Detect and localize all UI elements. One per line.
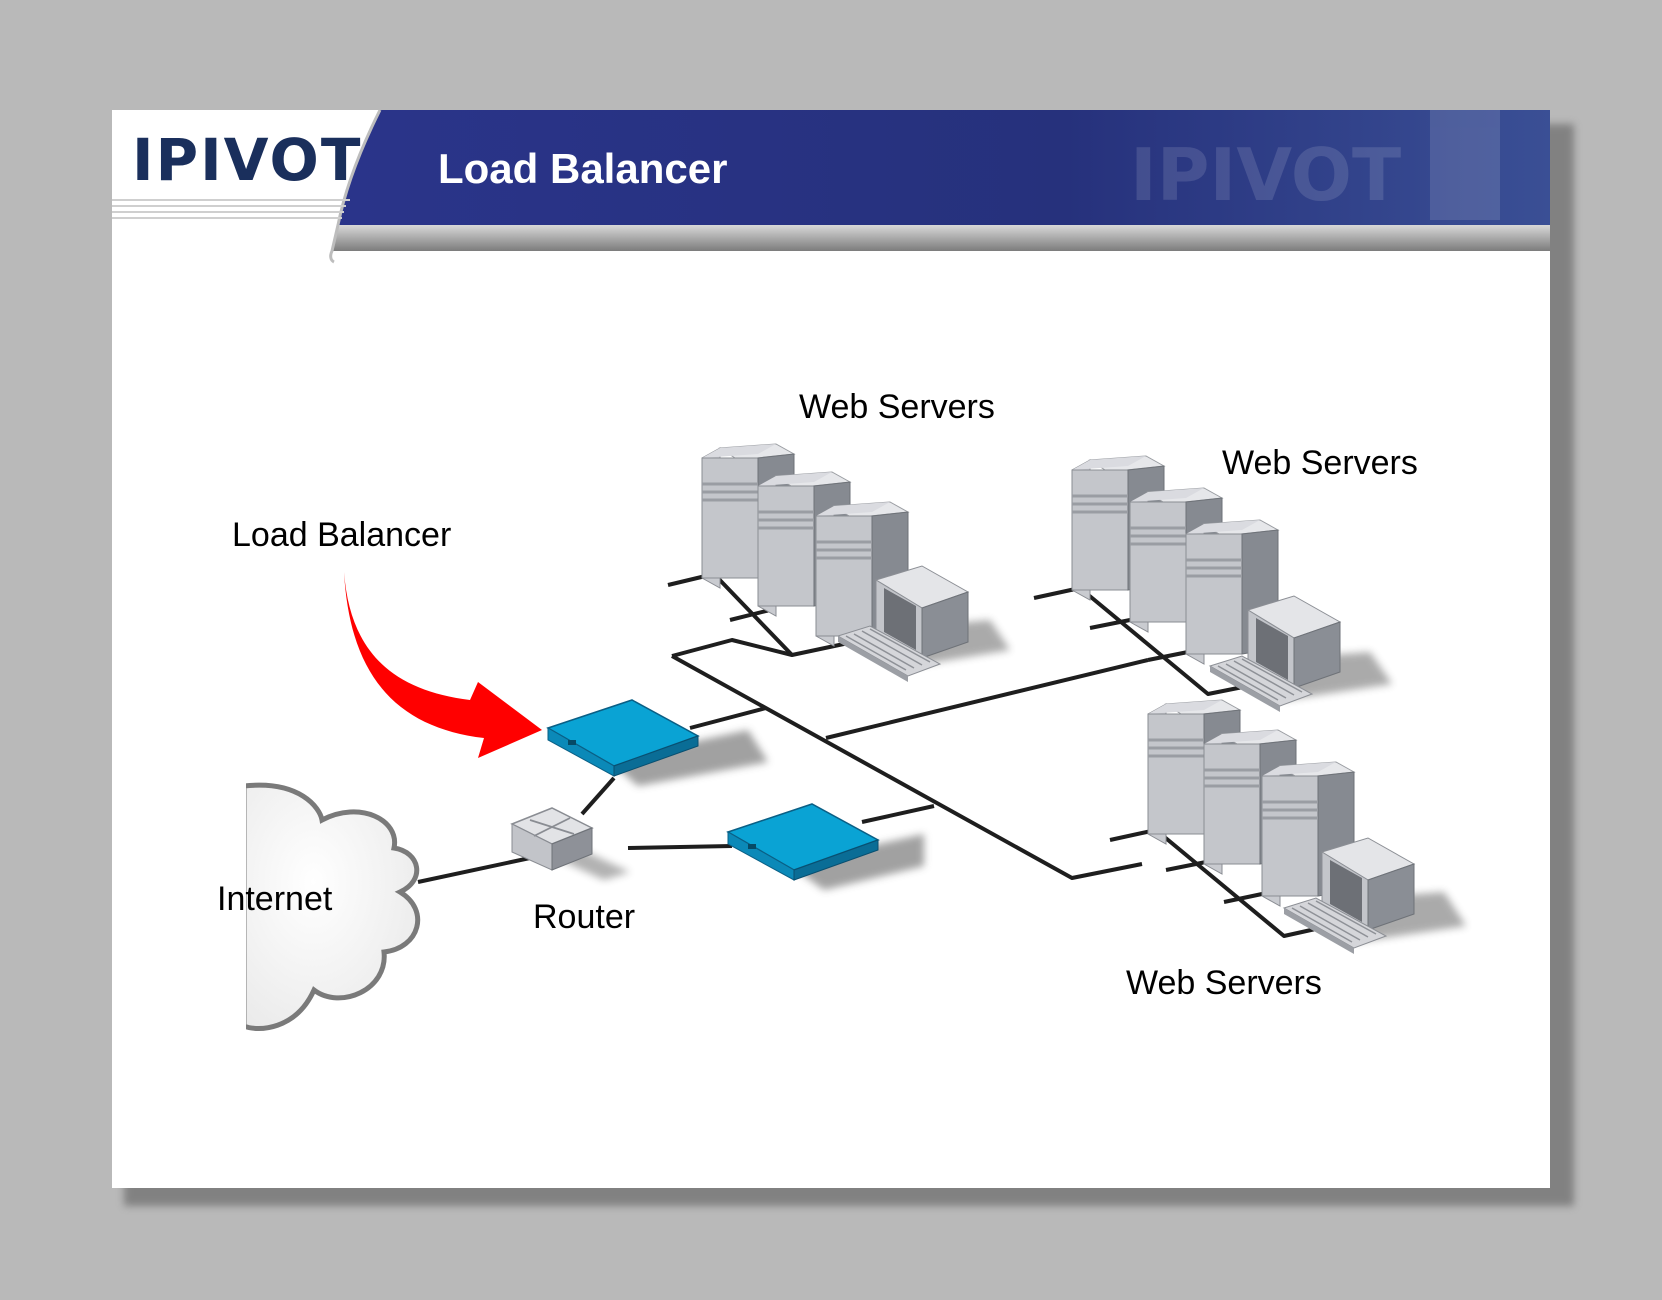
server-group-right [1070,454,1392,713]
label-router: Router [533,898,635,936]
secondary-appliance [727,803,924,890]
svg-text:IPIVOT: IPIVOT [1130,133,1401,217]
cloud-icon [236,780,421,1032]
server-group-top [700,442,1010,683]
label-web-servers-top: Web Servers [799,388,995,426]
label-internet: Internet [217,880,333,918]
brand-logo: IPIVOT [132,126,362,194]
server-group-bottom [1146,698,1466,955]
label-web-servers-right: Web Servers [1222,444,1418,482]
red-arrow-icon [344,572,542,758]
router-icon [510,807,630,880]
slide-header: IPIVOT [112,109,1550,264]
label-load-balancer: Load Balancer [232,516,451,554]
load-balancer-appliance [547,699,768,786]
label-web-servers-bottom: Web Servers [1126,964,1322,1002]
slide-title: Load Balancer [438,145,727,192]
